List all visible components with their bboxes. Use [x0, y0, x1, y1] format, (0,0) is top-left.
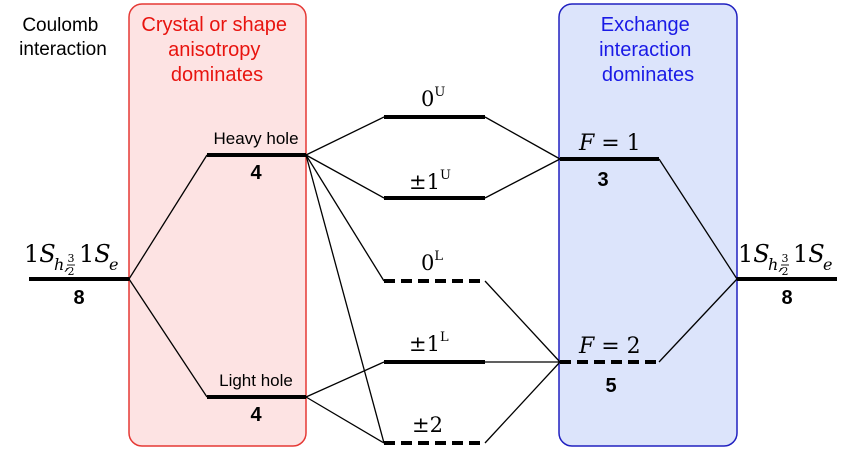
f-one-degeneracy: 3 — [597, 169, 608, 191]
right-state-label: 1S h, 3 2 1S e — [738, 240, 832, 278]
svg-text:2: 2 — [68, 265, 75, 278]
left-state-text: 1S — [24, 240, 56, 268]
svg-text:h,: h, — [54, 255, 69, 274]
zero-lower-label: 0L — [421, 249, 443, 275]
svg-text:e: e — [109, 255, 118, 274]
zero-upper-label: 0U — [421, 85, 445, 111]
coulomb-heading: Coulomb interaction — [19, 15, 107, 60]
anisotropy-heading-line-2: anisotropy — [168, 39, 260, 61]
svg-text:1S: 1S — [793, 240, 825, 268]
right-state-degeneracy: 8 — [781, 287, 792, 309]
exchange-heading-line-1: Exchange — [601, 14, 690, 36]
svg-text:h,: h, — [768, 255, 783, 274]
anisotropy-region — [128, 3, 307, 447]
svg-text:2: 2 — [782, 265, 789, 278]
exchange-heading-line-3: dominates — [602, 64, 694, 86]
exchange-region — [558, 3, 738, 447]
heavy-hole-label: Heavy hole — [213, 129, 298, 148]
coulomb-heading-line-2: interaction — [19, 39, 107, 60]
left-state-degeneracy: 8 — [73, 287, 84, 309]
f-two-label: F = 2 — [578, 334, 641, 359]
pm-two-label: ±2 — [412, 413, 443, 437]
f-two-degeneracy: 5 — [605, 375, 616, 397]
coulomb-heading-line-1: Coulomb — [22, 15, 98, 36]
anisotropy-heading-line-1: Crystal or shape — [141, 14, 287, 36]
right-state-text: 1S — [738, 240, 770, 268]
svg-text:3: 3 — [782, 252, 789, 265]
anisotropy-heading-line-3: dominates — [171, 64, 263, 86]
transition-connectors — [128, 116, 738, 444]
svg-text:1S: 1S — [79, 240, 111, 268]
f-one-label: F = 1 — [578, 131, 641, 156]
light-hole-label: Light hole — [219, 371, 293, 390]
anisotropy-heading: Crystal or shape anisotropy dominates — [141, 14, 292, 86]
heavy-hole-degeneracy: 4 — [250, 162, 262, 184]
pm-one-upper-label: ±1U — [409, 168, 451, 194]
light-hole-degeneracy: 4 — [250, 404, 262, 426]
left-state-label: 1S h, 3 2 1S e — [24, 240, 118, 278]
exchange-heading-line-2: interaction — [599, 39, 691, 61]
svg-text:e: e — [823, 255, 832, 274]
exchange-heading: Exchange interaction dominates — [599, 14, 697, 86]
svg-text:3: 3 — [68, 252, 75, 265]
pm-one-lower-label: ±1L — [409, 330, 449, 356]
